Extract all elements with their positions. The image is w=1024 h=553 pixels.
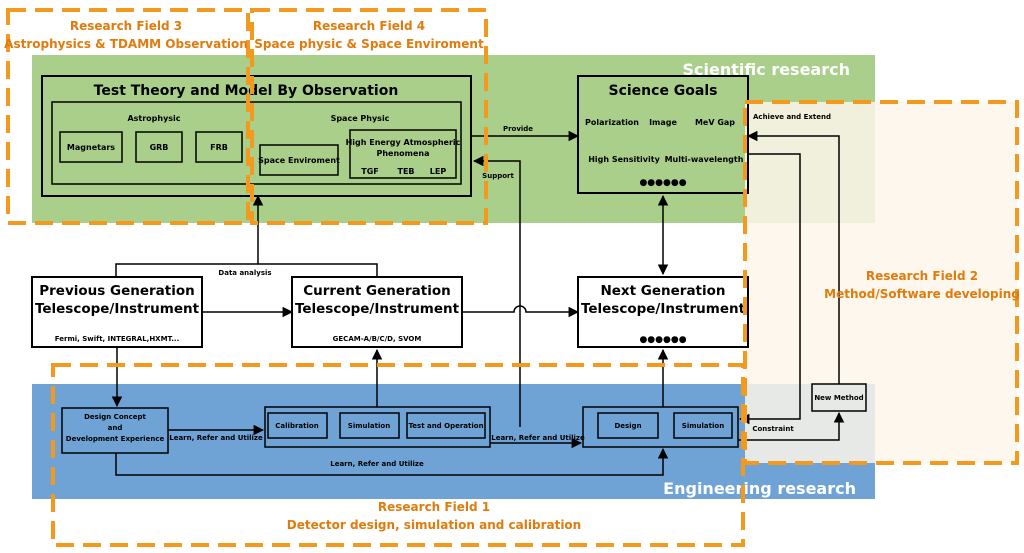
magnetars-box — [59, 131, 123, 163]
goal-mev-gap: MeV Gap — [695, 118, 735, 127]
simulation-label: Simulation — [348, 422, 390, 430]
design-concept-line3: Development Experience — [66, 435, 165, 443]
design-label: Design — [614, 422, 641, 430]
space-enviroment-label: Space Enviroment — [258, 156, 340, 165]
achieve-extend-label: Achieve and Extend — [753, 113, 831, 121]
research-field-4-title: Research Field 4 — [313, 19, 425, 33]
data-analysis-connector — [115, 263, 378, 277]
design-concept-line1: Design Concept — [84, 413, 146, 421]
learn-refer-utilize-label-3: Learn, Refer and Utilize — [330, 460, 424, 468]
frb-box — [195, 131, 243, 163]
heap-box — [349, 129, 457, 179]
current-generation-line2: Telescope/Instrument — [295, 301, 460, 317]
simulation-box — [339, 412, 400, 439]
research-field-2-border — [743, 100, 1019, 465]
previous-generation-line1: Previous Generation — [39, 283, 195, 299]
engineering-band-label: Engineering research — [663, 479, 856, 498]
research-field-1-subtitle: Detector design, simulation and calibrat… — [287, 518, 581, 532]
grb-label: GRB — [150, 143, 169, 152]
bottom-learn-arrow — [115, 447, 669, 476]
current-generation-examples: GECAM-A/B/C/D, SVOM — [333, 335, 422, 343]
heap-label-line1: High Energy Atmospheric — [346, 138, 461, 147]
research-field-4-border — [250, 8, 488, 225]
research-field-2-title: Research Field 2 — [866, 269, 978, 283]
heap-label-line2: Phenomena — [376, 149, 429, 158]
next-generation-more-dots: ●●●●●● — [639, 335, 686, 345]
support-arrow — [472, 155, 521, 427]
data-analysis-label: Data analysis — [218, 269, 271, 277]
next-design-group-box — [582, 406, 739, 448]
constraint-label: Constraint — [752, 425, 794, 433]
constraint-to-new-method-arrow — [738, 411, 845, 441]
achieve-extend-arrow — [746, 130, 840, 384]
research-field-1-border — [51, 363, 745, 547]
research-field-3-border — [6, 8, 250, 225]
engineering-band — [32, 384, 875, 499]
space-enviroment-box — [259, 144, 339, 176]
support-label: Support — [482, 172, 514, 180]
frb-label: FRB — [210, 143, 228, 152]
simulation2-box — [673, 412, 733, 439]
research-field-3-subtitle: Astrophysics & TDAMM Observation — [4, 37, 248, 51]
research-field-3-title: Research Field 3 — [70, 19, 182, 33]
science-goals-title: Science Goals — [609, 83, 718, 99]
goal-image: Image — [649, 118, 677, 127]
teb-label: TEB — [397, 167, 414, 176]
goals-to-constraint-arrow — [738, 153, 801, 425]
calibration-label: Calibration — [275, 422, 318, 430]
previous-generation-box — [31, 276, 203, 348]
test-operation-label: Test and Operation — [408, 422, 483, 430]
astrophysic-label: Astrophysic — [127, 114, 180, 123]
tgf-label: TGF — [361, 167, 379, 176]
goal-high-sensitivity: High Sensitivity — [588, 155, 660, 164]
previous-generation-line2: Telescope/Instrument — [35, 301, 200, 317]
scientific-band-label: Scientific research — [683, 60, 850, 79]
test-theory-title: Test Theory and Model By Observation — [94, 83, 399, 99]
learn-refer-utilize-label-1: Learn, Refer and Utilize — [169, 434, 263, 442]
research-field-4-subtitle: Space physic & Space Enviroment — [254, 37, 484, 51]
learn-refer-utilize-label-2: Learn, Refer and Utilize — [491, 434, 585, 442]
test-theory-inner-box — [51, 101, 462, 185]
test-operation-box — [406, 412, 486, 439]
research-field-2-subtitle: Method/Software developing — [824, 287, 1020, 301]
design-box — [597, 412, 659, 439]
goal-polarization: Polarization — [585, 118, 639, 127]
current-generation-line1: Current Generation — [303, 283, 451, 299]
next-generation-line2: Telescope/Instrument — [581, 301, 746, 317]
goals-more-dots: ●●●●●● — [639, 178, 686, 188]
previous-generation-examples: Fermi, Swift, INTEGRAL,HXMT... — [55, 335, 180, 343]
space-physic-label: Space Physic — [331, 114, 390, 123]
new-method-label: New Method — [814, 394, 863, 402]
design-concept-line2: and — [108, 424, 123, 432]
research-field-1-title: Research Field 1 — [378, 500, 490, 514]
calibration-box — [267, 412, 328, 439]
grb-box — [135, 131, 183, 163]
next-generation-line1: Next Generation — [600, 283, 725, 299]
provide-label: Provide — [503, 125, 533, 133]
goal-multi-wavelength: Multi-wavelength — [665, 155, 744, 164]
magnetars-label: Magnetars — [67, 143, 115, 152]
simulation2-label: Simulation — [682, 422, 724, 430]
research-field-2-fill — [745, 102, 1017, 463]
lep-label: LEP — [430, 167, 447, 176]
